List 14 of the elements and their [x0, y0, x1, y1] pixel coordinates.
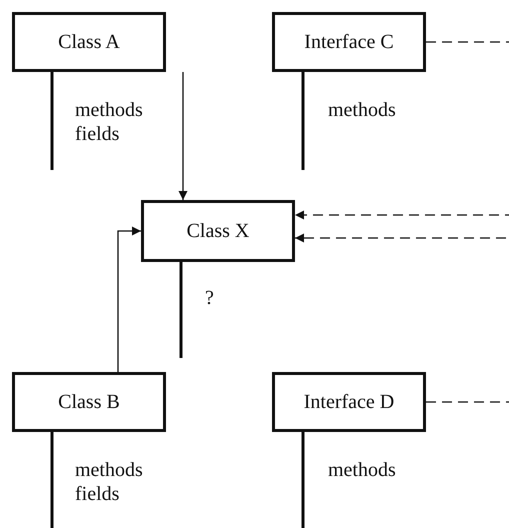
member-list-text: methods fields — [75, 98, 144, 146]
member-list-text: methods — [328, 458, 397, 482]
class-box: Class X — [141, 200, 295, 262]
class-box: Class B — [12, 372, 166, 432]
member-list-text: methods — [328, 98, 397, 122]
dashed-arrow — [295, 234, 509, 403]
arrow — [117, 226, 141, 372]
arrow — [178, 72, 188, 200]
member-list-text: methods fields — [75, 458, 144, 506]
member-list-text: ? — [205, 286, 215, 310]
class-box: Class A — [12, 12, 166, 72]
class-box: Interface D — [272, 372, 426, 432]
class-box: Interface C — [272, 12, 426, 72]
dashed-arrow — [295, 41, 509, 220]
